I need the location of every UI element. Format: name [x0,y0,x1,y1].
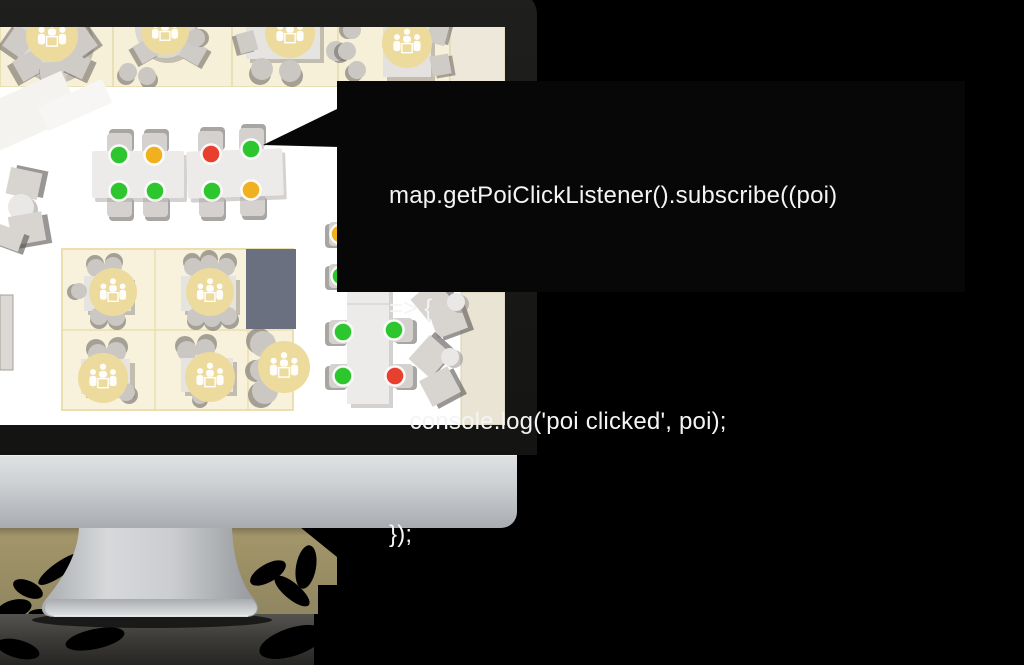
desk [408,334,452,379]
map-shape [343,27,361,39]
closed-room [246,249,296,329]
desk [0,224,25,252]
status-dot[interactable] [384,365,406,387]
desk-scene [0,527,337,665]
map-shape [119,63,137,81]
map-shape [0,70,81,154]
map-shape [429,53,452,77]
desk [419,366,461,407]
map-shape [177,341,197,361]
desk-cluster [92,151,184,198]
meeting-people-icon [275,27,305,44]
meeting-people-icon [37,27,67,47]
status-dot[interactable] [240,179,262,201]
status-dot[interactable] [108,180,130,202]
map-shape [8,194,34,220]
map-shape [138,67,156,85]
map-shape [348,61,366,79]
status-dot[interactable] [383,319,405,341]
status-dot[interactable] [144,180,166,202]
code-snippet: map.getPoiClickListener().subscribe((poi… [337,81,965,628]
map-shape [235,30,259,54]
map-shape [441,348,459,366]
map-shape [184,258,202,276]
desk-blobs [0,614,325,665]
empty-room [449,27,505,87]
desk [0,294,14,371]
code-line: map.getPoiClickListener().subscribe((poi… [389,182,838,210]
status-dot[interactable] [200,143,222,165]
stand-foot [45,599,257,616]
floor-plan-map[interactable] [0,27,505,425]
status-dot[interactable] [201,180,223,202]
code-line: }); [389,520,413,548]
map-shape [251,58,273,80]
map-shape [37,78,113,132]
desk [5,166,43,201]
status-dot[interactable] [240,138,262,160]
map-shape [447,293,465,311]
cutout-blobs [0,527,337,621]
meeting-people-icon [151,27,179,41]
monitor-stand [41,527,259,617]
map-shape [338,42,356,60]
code-line: console.log('poi clicked', poi); [389,407,727,435]
status-dot[interactable] [143,144,165,166]
map-shape [187,29,205,47]
status-dot[interactable] [108,144,130,166]
status-dot[interactable] [332,365,354,387]
map-shape [71,283,87,299]
monitor-chin [0,455,517,528]
code-callout: map.getPoiClickListener().subscribe((poi… [337,81,965,548]
status-dot[interactable] [332,321,354,343]
code-line: => { [389,294,433,322]
map-shape [279,60,301,82]
callout-tail [263,108,339,147]
